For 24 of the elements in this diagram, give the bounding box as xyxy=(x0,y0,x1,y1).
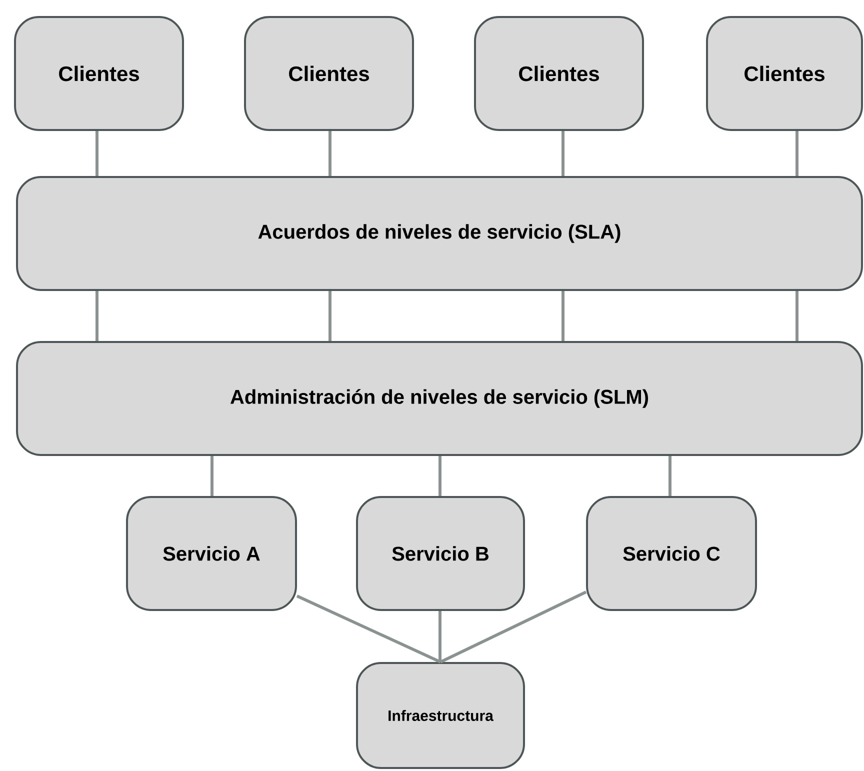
connector-line xyxy=(296,594,442,664)
service-box: Servicio C xyxy=(586,496,757,611)
connector-line xyxy=(438,456,442,496)
client-box: Clientes xyxy=(474,16,644,131)
agreement-band: Acuerdos de niveles de servicio (SLA) xyxy=(16,176,863,291)
management-band: Administración de niveles de servicio (SLM) xyxy=(16,341,863,456)
connector-line xyxy=(562,291,564,341)
connector-line xyxy=(438,611,442,662)
client-box: Clientes xyxy=(706,16,863,131)
infrastructure-box: Infraestructura xyxy=(356,662,525,769)
connector-line xyxy=(96,291,98,341)
connector-line xyxy=(210,456,214,496)
connector-line xyxy=(328,131,332,176)
connector-line xyxy=(328,291,332,341)
client-box: Clientes xyxy=(14,16,184,131)
connector-line xyxy=(96,131,98,176)
connector-line xyxy=(668,456,672,496)
service-box: Servicio B xyxy=(356,496,525,611)
client-box: Clientes xyxy=(244,16,414,131)
service-box: Servicio A xyxy=(126,496,297,611)
connector-line xyxy=(562,131,564,176)
connector-line xyxy=(796,291,798,341)
connector-line xyxy=(796,131,798,176)
connector-line xyxy=(440,590,587,664)
